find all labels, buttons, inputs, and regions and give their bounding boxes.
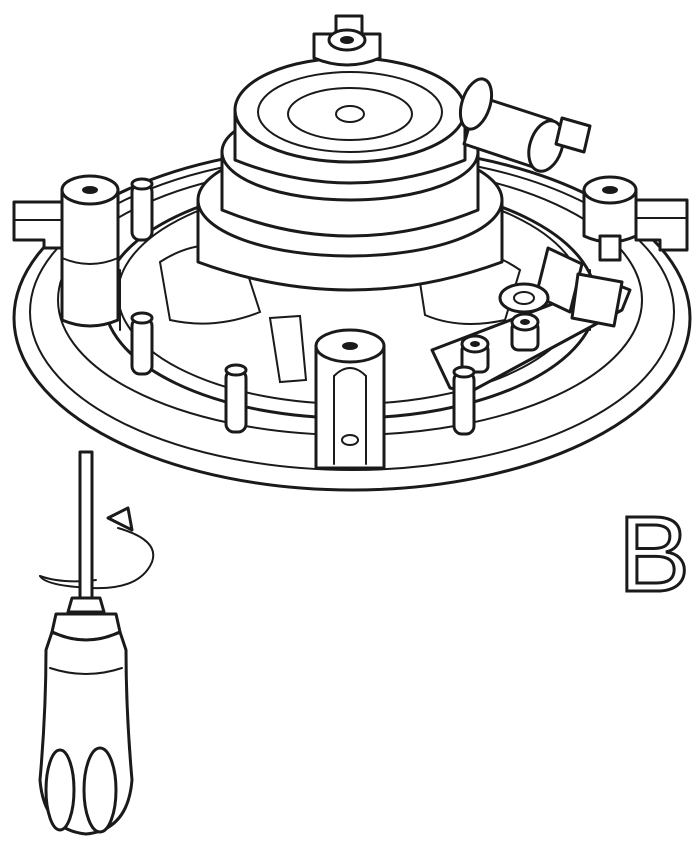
alignment-post: [130, 177, 154, 242]
screw-tower-top: [312, 14, 382, 67]
magnet-assembly: [196, 56, 504, 292]
right-clamp-arm: [634, 198, 689, 252]
step-label: B: [616, 493, 691, 614]
rotation-arrow-icon: [39, 506, 155, 590]
screw-tower-front: [314, 328, 386, 470]
alignment-post: [130, 311, 154, 376]
alignment-post: [452, 365, 476, 436]
alignment-post: [224, 363, 248, 434]
screw-tower-left: [60, 174, 120, 328]
capacitor: [458, 77, 592, 173]
screw-tower-right: [582, 175, 638, 262]
screwdriver: [38, 450, 134, 836]
terminal-right: [510, 312, 540, 352]
left-clamp-arm: [12, 200, 64, 250]
